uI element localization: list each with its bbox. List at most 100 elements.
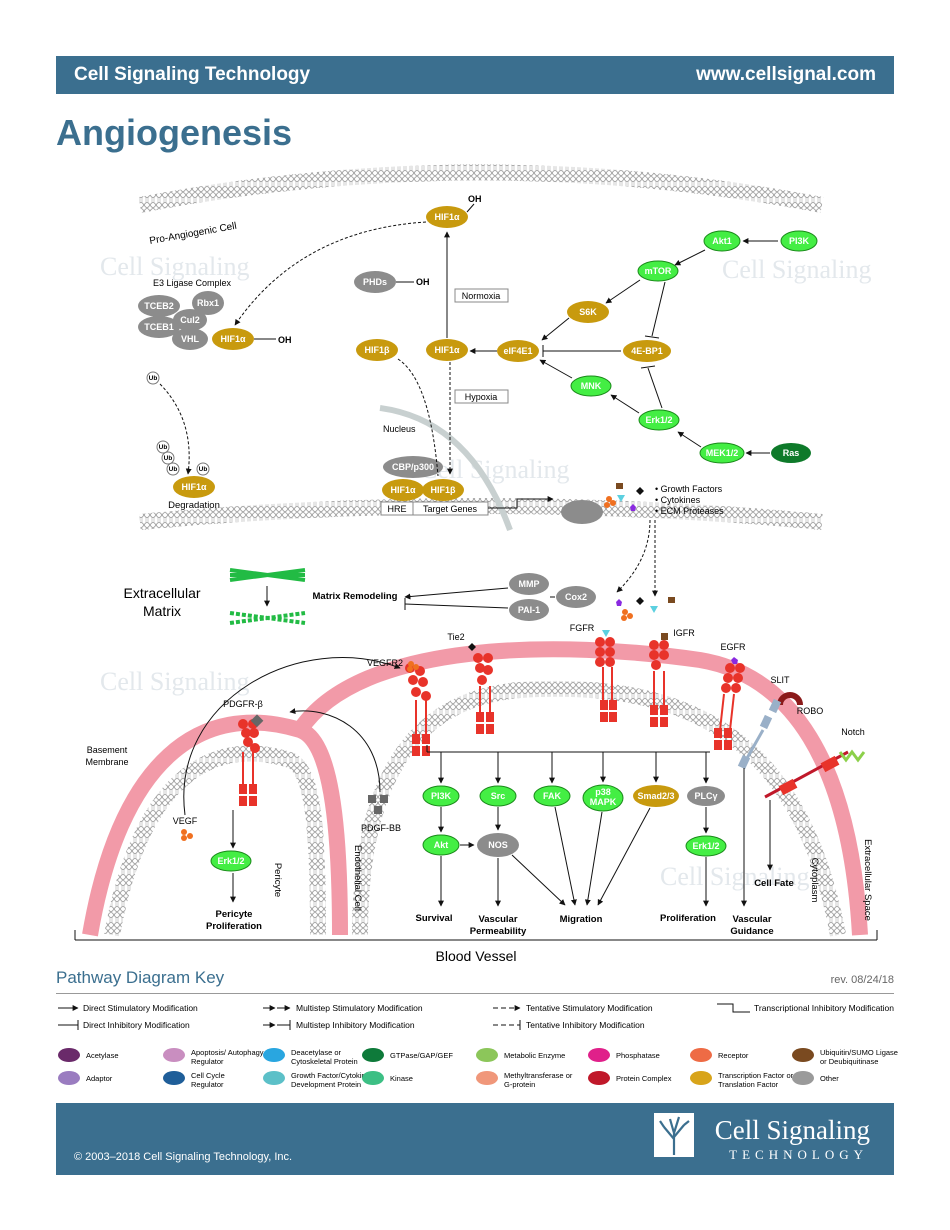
endothelial-cell-label: Endothelial Cell xyxy=(352,845,363,911)
key-swatch-label-5: Growth Factor/Cytokine/Development Prote… xyxy=(291,1071,373,1089)
footer-brand: Cell Signaling xyxy=(714,1115,870,1145)
vascular-guidance-label: Guidance xyxy=(730,926,773,937)
ub-icon xyxy=(146,371,160,385)
e3-ligase-label: E3 Ligase Complex xyxy=(153,278,232,288)
extracellular-space-label: Extracellular Space xyxy=(862,839,873,921)
eif4e1-label: eIF4E1 xyxy=(503,346,532,356)
matrix-remodeling-label: Matrix Remodeling xyxy=(313,591,398,602)
header-bar: Cell Signaling Technology www.cellsignal… xyxy=(56,56,894,94)
basement-membrane-label: Basement xyxy=(87,745,128,755)
vascular-permeability-label: Vascular xyxy=(478,914,517,925)
pdgf-bb-ligand-icon xyxy=(368,795,388,814)
nos-label: NOS xyxy=(488,840,508,850)
pericyte-membrane xyxy=(104,745,326,937)
watermark: Cell Signaling xyxy=(100,667,250,696)
ub-icon xyxy=(196,462,210,476)
ub-icon xyxy=(161,451,175,465)
survival-label: Survival xyxy=(416,913,453,924)
mapk-label: MAPK xyxy=(590,797,617,807)
revision-date: rev. 08/24/18 xyxy=(830,974,894,986)
ub-icon xyxy=(166,462,180,476)
hif1a-label: HIF1α xyxy=(181,482,207,492)
hypoxia-box xyxy=(454,389,509,404)
pericyte-label: Pericyte xyxy=(272,863,283,897)
migration-label: Migration xyxy=(560,914,603,925)
mmp-label: MMP xyxy=(519,579,540,589)
website-link[interactable]: www.cellsignal.com xyxy=(696,64,876,85)
fak-label: FAK xyxy=(543,791,562,801)
smad23-node xyxy=(633,785,679,807)
key-swatch-label-12: Receptor xyxy=(718,1051,749,1060)
key-multistep-stimulatory: Multistep Stimulatory Modification xyxy=(296,1003,423,1013)
key-direct-stimulatory: Direct Stimulatory Modification xyxy=(83,1003,198,1013)
pdgfr-beta-label: PDGFR-β xyxy=(223,699,263,709)
nos-node xyxy=(477,833,519,857)
hif1a-label: HIF1α xyxy=(434,345,460,355)
mtor-label: mTOR xyxy=(645,266,672,276)
hif1a-vhl-node xyxy=(212,328,254,350)
footer-brand-tech: TECHNOLOGY xyxy=(729,1147,868,1162)
vegf-label: VEGF xyxy=(173,816,198,826)
vegfr2-receptor xyxy=(405,663,431,756)
ub-icon xyxy=(156,440,170,454)
ecm-proteases-label: • ECM Proteases xyxy=(655,506,724,516)
transcription-arrow xyxy=(488,496,554,509)
vascular-permeability-label: Permeability xyxy=(470,926,527,937)
p38-mapk-node xyxy=(582,784,624,812)
e3-ligase-complex: TCEB2 Rbx1 Cul2 TCEB1 VHL xyxy=(138,291,224,350)
key-swatch-14 xyxy=(792,1048,814,1062)
ub-label: Ub xyxy=(199,466,208,473)
ub-label: Ub xyxy=(159,444,168,451)
cox2-node xyxy=(556,586,596,608)
tceb2-label: TCEB2 xyxy=(144,301,174,311)
tceb1-label: TCEB1 xyxy=(144,322,174,332)
src-label: Src xyxy=(491,791,506,801)
key-swatch-label-7: Kinase xyxy=(390,1074,413,1083)
key-heading: Pathway Diagram Key xyxy=(56,968,225,987)
ecm-degraded-fibers-icon xyxy=(229,611,306,625)
igfr-label: IGFR xyxy=(673,628,695,638)
basement-membrane-left xyxy=(82,714,348,937)
cbp-p300-node xyxy=(383,456,443,478)
notch-label: Notch xyxy=(841,727,865,737)
key-swatch-label-0: Acetylase xyxy=(86,1051,119,1060)
cul2-label: Cul2 xyxy=(180,315,200,325)
mek12-node xyxy=(699,442,745,464)
smad23-label: Smad2/3 xyxy=(637,791,674,801)
endothelial-erk12-node xyxy=(685,835,727,857)
key-swatch-label-10: Phosphatase xyxy=(616,1051,660,1060)
footer-bar: © 2003–2018 Cell Signaling Technology, I… xyxy=(56,1103,894,1175)
vascular-guidance-label: Vascular xyxy=(732,914,771,925)
normoxia-box xyxy=(454,288,509,303)
akt-node xyxy=(422,834,460,856)
oh-label: OH xyxy=(278,335,292,345)
ub-label: Ub xyxy=(169,466,178,473)
pai1-label: PAI-1 xyxy=(518,605,540,615)
key-swatch-13 xyxy=(690,1071,712,1085)
watermark: Cell Signaling xyxy=(722,255,872,284)
mnk-label: MNK xyxy=(581,381,602,391)
key-swatch-3 xyxy=(163,1071,185,1085)
basement-membrane-right xyxy=(293,641,868,936)
hif1b-node xyxy=(356,339,398,361)
pro-angiogenic-cell-label: Pro-Angiogenic Cell xyxy=(149,221,238,247)
4ebp1-node xyxy=(623,340,671,362)
cytoplasm-label: Cytoplasm xyxy=(809,858,820,903)
secreted-factors-icons xyxy=(604,483,644,511)
hif1b-label: HIF1β xyxy=(365,345,391,355)
hif1a-label: HIF1α xyxy=(434,212,460,222)
ub-label: Ub xyxy=(149,375,158,382)
erk12-label: Erk1/2 xyxy=(692,841,719,851)
akt-label: Akt xyxy=(434,840,449,850)
extracellular-matrix-label: Extracellular xyxy=(123,585,200,601)
key-swatch-label-15: Other xyxy=(820,1074,839,1083)
slit-label: SLIT xyxy=(770,675,790,685)
growth-factors-label: • Growth Factors xyxy=(655,484,723,494)
watermark: Cell Signaling xyxy=(660,862,810,891)
cell-fate-label: Cell Fate xyxy=(754,878,794,889)
free-ligands-icons xyxy=(616,597,675,621)
tie2-label: Tie2 xyxy=(447,632,464,642)
vhl-label: VHL xyxy=(181,334,200,344)
